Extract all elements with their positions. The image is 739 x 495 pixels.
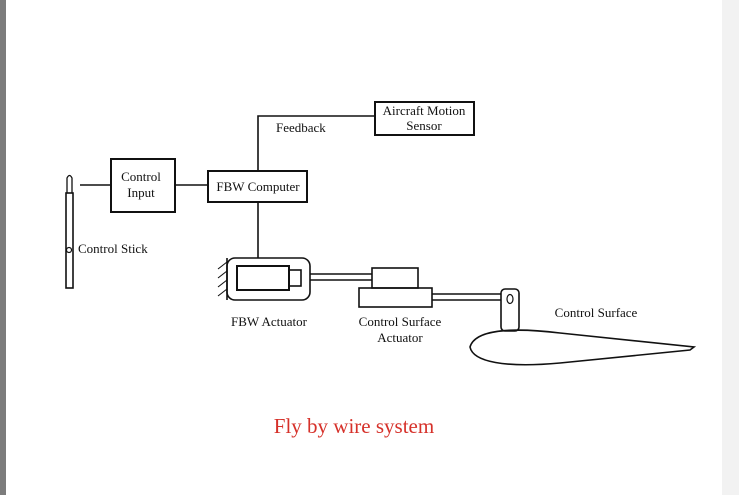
motion-sensor-box — [374, 101, 475, 136]
control-stick-label: Control Stick — [78, 241, 148, 256]
control-surface-label: Control Surface — [555, 305, 638, 320]
csa-label-2: Actuator — [377, 330, 423, 345]
control-input-label-2: Input — [127, 185, 155, 200]
diagram-caption: Fly by wire system — [273, 414, 435, 438]
control-horn — [500, 288, 520, 332]
control-input-label-1: Control — [121, 169, 161, 184]
feedback-label: Feedback — [276, 120, 326, 135]
diagram-page — [6, 0, 722, 495]
fbw-actuator — [217, 257, 311, 301]
motion-sensor-label-2: Sensor — [406, 118, 442, 133]
control-surface-actuator — [358, 267, 433, 308]
control-stick — [65, 174, 74, 289]
csa-label-1: Control Surface — [359, 314, 442, 329]
fbw-actuator-label: FBW Actuator — [231, 314, 308, 329]
motion-sensor-label-1: Aircraft Motion — [383, 103, 466, 118]
fbw-computer-label: FBW Computer — [216, 179, 300, 194]
control-surface-airfoil — [469, 329, 697, 366]
control-horn-pivot — [506, 293, 514, 305]
feedback-line — [257, 115, 375, 171]
scroll-strip — [722, 0, 739, 495]
